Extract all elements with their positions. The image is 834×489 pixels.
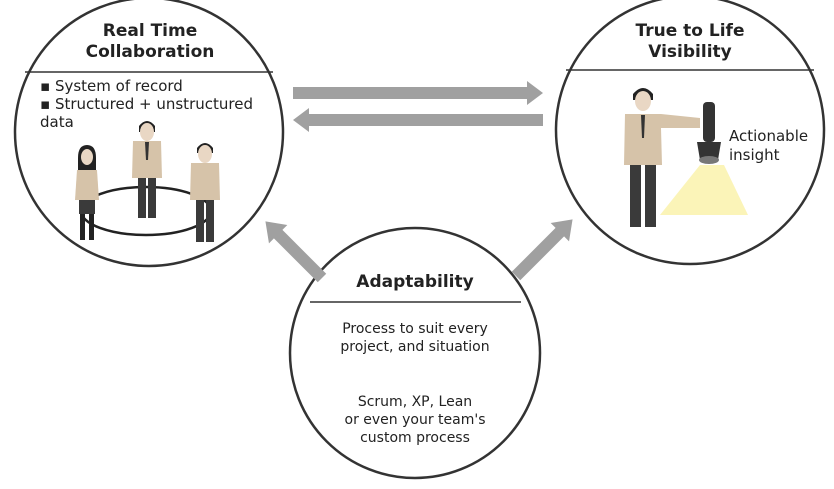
adaptability-paragraph-1: Process to suit every project, and situa… [325,320,505,356]
bullet-continuation: data [40,113,74,131]
arrow-right [293,81,543,105]
arrow-to-collaboration [265,221,327,283]
collaboration-title-line1: Real Time [102,21,198,41]
collaboration-title: Real Time Collaboration [60,21,240,63]
bullet-item: ▪ Structured + unstructured [40,95,253,113]
visibility-title-line2: Visibility [648,42,732,62]
adaptability-paragraph-2: Scrum, XP, Lean or even your team's cust… [325,393,505,447]
arrow-to-visibility [511,219,573,281]
visibility-caption-line1: Actionable [729,127,809,145]
person-man-center [132,121,162,218]
adaptability-para2-line3: custom process [360,430,470,446]
adaptability-para1-line2: project, and situation [340,339,490,355]
collaboration-bullet-list: ▪ System of record ▪ Structured + unstru… [40,77,253,131]
person-man-right [190,143,220,242]
bullet-text: System of record [54,77,183,95]
visibility-caption: Actionable insight [729,127,808,165]
person-woman [75,145,99,240]
adaptability-title: Adaptability [356,272,474,292]
bullet-text: Structured + unstructured [54,95,253,113]
bullet-item: ▪ System of record [40,77,253,95]
light-beam [660,165,748,215]
visibility-caption-line2: insight [729,146,780,164]
collaboration-title-line2: Collaboration [85,42,215,62]
bullet-square-icon: ▪ [40,95,51,113]
adaptability-para2-line2: or even your team's [344,412,486,428]
adaptability-para1-line1: Process to suit every [342,321,488,337]
arrow-left [293,108,543,132]
visibility-circle [554,0,826,266]
adaptability-circle [288,226,542,480]
visibility-title-line1: True to Life [635,21,745,41]
bullet-square-icon: ▪ [40,77,51,95]
person-man-flashlight [624,88,700,227]
adaptability-para2-line1: Scrum, XP, Lean [357,394,473,410]
flashlight-icon [697,102,721,164]
visibility-title: True to Life Visibility [600,21,780,63]
